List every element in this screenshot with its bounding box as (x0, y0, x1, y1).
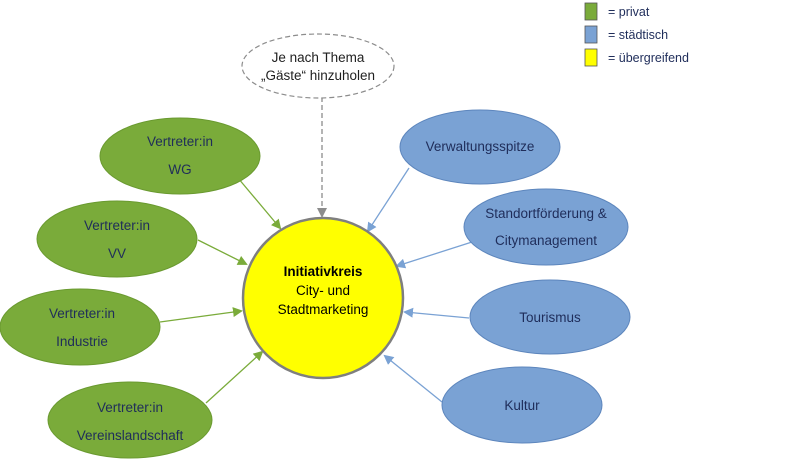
guests-line2: „Gäste“ hinzuholen (261, 68, 375, 83)
legend-swatch-staedtisch (584, 25, 598, 44)
city-node-kultur: Kultur (441, 366, 603, 444)
arrow-kultur (383, 354, 443, 403)
guests-line1: Je nach Thema (272, 50, 365, 65)
private-node-wg: Vertreter:in WG (99, 117, 261, 195)
private-node-vv-line1: Vertreter:in (84, 218, 150, 233)
arrow-standortfoerderung (395, 241, 473, 269)
center-line2: City- und (296, 283, 350, 298)
legend-swatch-privat (584, 2, 598, 21)
legend-label-uebergreifend: = übergreifend (608, 51, 689, 65)
legend: = privat = städtisch = übergreifend (584, 2, 689, 67)
private-node-vv: Vertreter:in VV (36, 200, 198, 278)
private-node-industrie-line2: Industrie (56, 334, 108, 349)
city-node-verwaltungsspitze-line1: Verwaltungsspitze (426, 139, 535, 154)
legend-label-privat: = privat (608, 5, 650, 19)
arrow-wg (237, 177, 282, 230)
legend-label-staedtisch: = städtisch (608, 28, 668, 42)
private-node-industrie: Vertreter:in Industrie (0, 288, 161, 366)
private-node-vereinslandschaft-line1: Vertreter:in (97, 400, 163, 415)
city-node-verwaltungsspitze: Verwaltungsspitze (399, 109, 561, 185)
private-node-wg-line1: Vertreter:in (147, 134, 213, 149)
city-node-kultur-line1: Kultur (504, 398, 540, 413)
arrow-industrie (159, 307, 243, 323)
city-node-tourismus: Tourismus (469, 279, 631, 355)
guests-node: Je nach Thema „Gäste“ hinzuholen (241, 33, 395, 99)
legend-swatch-uebergreifend (584, 48, 598, 67)
arrow-tourismus (403, 307, 470, 319)
private-node-vereinslandschaft: Vertreter:in Vereinslandschaft (47, 381, 213, 459)
city-node-standortfoerderung-line2: Citymanagement (495, 233, 597, 248)
center-title: Initiativkreis (284, 264, 363, 279)
arrow-vv (197, 239, 248, 265)
center-node: Initiativkreis City- und Stadtmarketing (241, 216, 405, 380)
private-node-industrie-line1: Vertreter:in (49, 306, 115, 321)
arrow-verwaltungsspitze (366, 167, 410, 233)
connector-arrows (159, 97, 473, 404)
center-line3: Stadtmarketing (278, 302, 369, 317)
city-node-tourismus-line1: Tourismus (519, 310, 581, 325)
private-node-vereinslandschaft-line2: Vereinslandschaft (77, 428, 184, 443)
private-node-wg-line2: WG (168, 162, 191, 177)
city-node-standortfoerderung: Standortförderung & Citymanagement (463, 188, 629, 266)
city-node-standortfoerderung-line1: Standortförderung & (485, 206, 607, 221)
arrow-vereinslandschaft (205, 350, 264, 404)
private-node-vv-line2: VV (108, 246, 126, 261)
